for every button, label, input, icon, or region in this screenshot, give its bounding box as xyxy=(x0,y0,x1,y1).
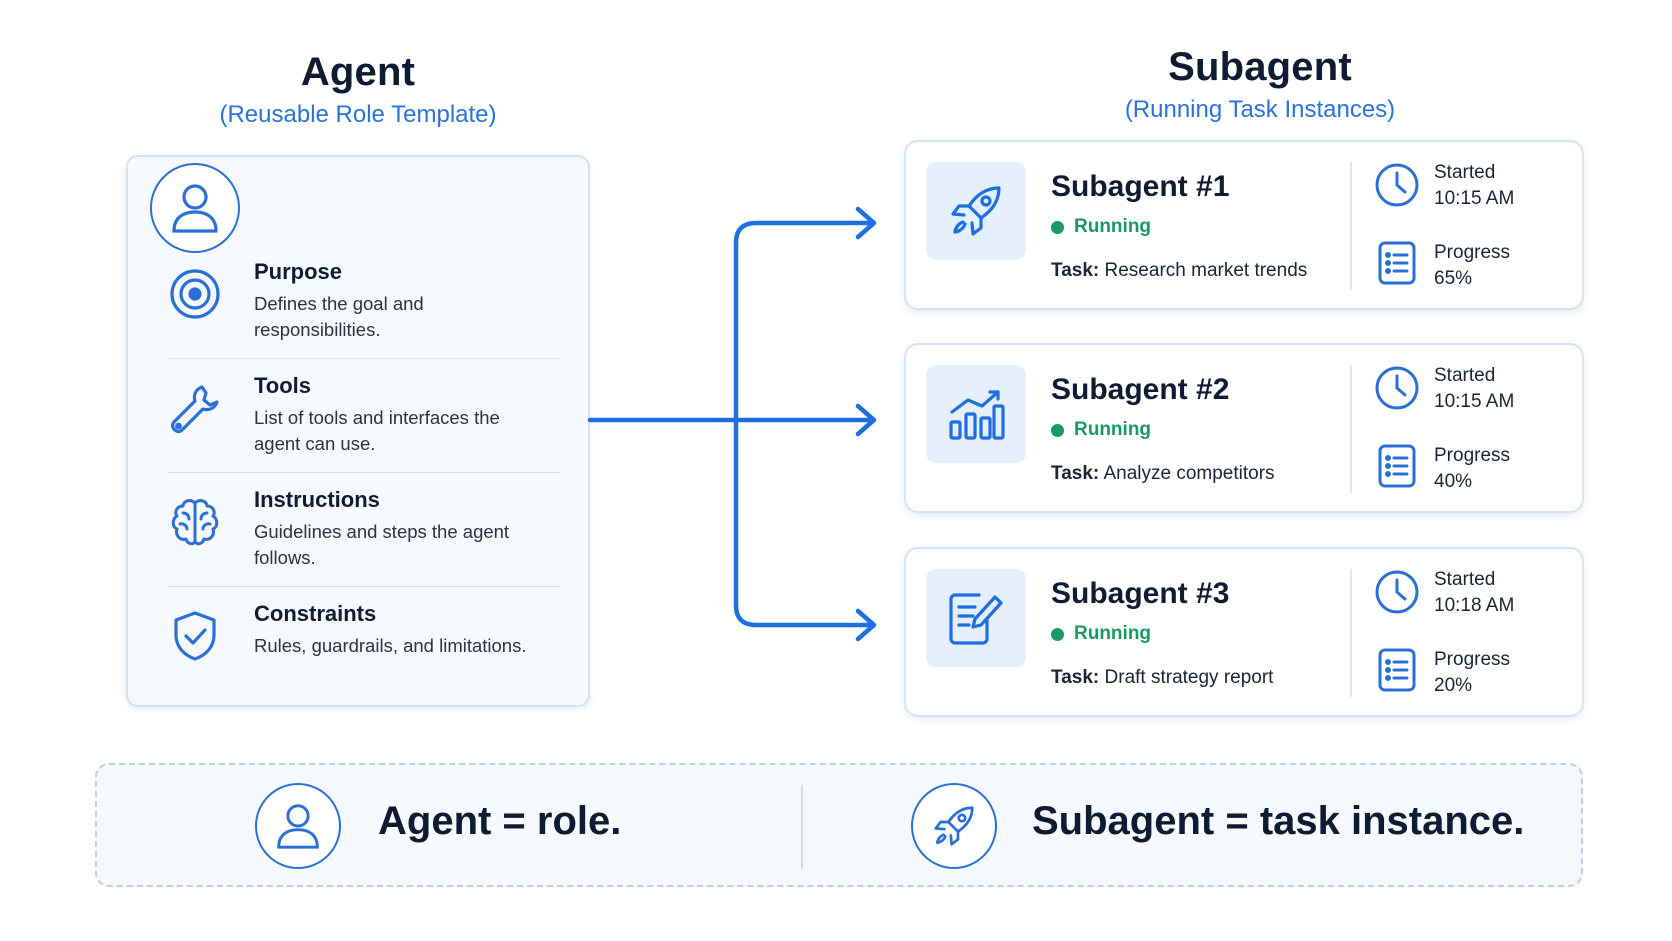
property-tools: Tools List of tools and interfaces the a… xyxy=(168,359,560,473)
edit-document-icon xyxy=(926,569,1026,667)
summary-divider xyxy=(801,785,803,869)
progress-label: Progress xyxy=(1434,649,1511,670)
progress-value: 65% xyxy=(1434,268,1473,289)
status-badge: Running xyxy=(1051,419,1151,441)
status-badge: Running xyxy=(1051,216,1151,238)
clock-icon xyxy=(1374,162,1420,208)
shield-check-icon xyxy=(168,609,222,663)
subagent-statement: Subagent = task instance. xyxy=(1032,799,1525,843)
user-icon xyxy=(255,783,341,869)
task-description: Task: Research market trends xyxy=(1051,260,1307,282)
arrowhead-middle xyxy=(855,403,877,437)
checklist-icon xyxy=(1374,240,1420,286)
status-text: Running xyxy=(1074,419,1152,440)
rocket-icon xyxy=(926,162,1026,260)
property-title: Tools xyxy=(254,373,312,398)
clock-icon xyxy=(1374,365,1420,411)
property-title: Instructions xyxy=(254,487,380,512)
started-time: 10:15 AM xyxy=(1434,391,1515,412)
subagent-name: Subagent #3 xyxy=(1051,577,1230,610)
rocket-icon xyxy=(911,783,997,869)
started-time: 10:18 AM xyxy=(1434,595,1515,616)
card-divider xyxy=(1350,365,1352,493)
property-instructions: Instructions Guidelines and steps the ag… xyxy=(168,473,560,587)
status-text: Running xyxy=(1074,216,1152,237)
started-label: Started xyxy=(1434,365,1496,386)
property-description: List of tools and interfaces the agent c… xyxy=(254,407,500,454)
property-description: Defines the goal and responsibilities. xyxy=(254,293,424,340)
target-icon xyxy=(168,267,222,321)
started-info: Started 10:18 AM xyxy=(1434,567,1514,619)
agent-heading: Agent (Reusable Role Template) xyxy=(158,50,558,129)
wrench-icon xyxy=(168,381,222,435)
task-description: Task: Analyze competitors xyxy=(1051,463,1275,485)
subagent-title: Subagent xyxy=(1168,45,1352,89)
progress-label: Progress xyxy=(1434,445,1511,466)
agent-title: Agent xyxy=(300,50,416,94)
started-time: 10:15 AM xyxy=(1434,188,1515,209)
subagent-heading: Subagent (Running Task Instances) xyxy=(1040,45,1480,124)
task-label: Task: xyxy=(1051,463,1100,484)
progress-value: 40% xyxy=(1434,471,1473,492)
card-divider xyxy=(1350,569,1352,697)
progress-info: Progress 40% xyxy=(1434,443,1510,495)
status-text: Running xyxy=(1074,623,1152,644)
property-purpose: Purpose Defines the goal and responsibil… xyxy=(168,245,560,359)
agent-card: Purpose Defines the goal and responsibil… xyxy=(126,155,590,707)
summary-banner: Agent = role. Subagent = task instance. xyxy=(95,763,1583,887)
progress-info: Progress 65% xyxy=(1434,240,1510,292)
task-value: Analyze competitors xyxy=(1103,463,1275,484)
started-label: Started xyxy=(1434,162,1496,183)
user-icon xyxy=(150,163,240,253)
checklist-icon xyxy=(1374,443,1420,489)
property-description: Rules, guardrails, and limitations. xyxy=(254,635,527,656)
status-badge: Running xyxy=(1051,623,1151,645)
brain-icon xyxy=(168,495,222,549)
bar-chart-icon xyxy=(926,365,1026,463)
agent-statement: Agent = role. xyxy=(378,799,622,843)
connector-branch xyxy=(733,220,875,628)
property-constraints: Constraints Rules, guardrails, and limit… xyxy=(168,587,552,701)
started-info: Started 10:15 AM xyxy=(1434,160,1514,212)
task-value: Draft strategy report xyxy=(1104,667,1274,688)
task-value: Research market trends xyxy=(1104,260,1308,281)
card-divider xyxy=(1350,162,1352,290)
property-title: Purpose xyxy=(254,259,343,284)
checklist-icon xyxy=(1374,647,1420,693)
progress-label: Progress xyxy=(1434,242,1511,263)
progress-value: 20% xyxy=(1434,675,1473,696)
status-dot xyxy=(1051,220,1064,234)
arrowhead-top xyxy=(855,206,877,240)
started-info: Started 10:15 AM xyxy=(1434,363,1514,415)
subagent-card-3: Subagent #3 Running Task: Draft strategy… xyxy=(904,547,1584,717)
status-dot xyxy=(1051,423,1064,437)
arrowhead-bottom xyxy=(855,608,877,642)
clock-icon xyxy=(1374,569,1420,615)
property-description: Guidelines and steps the agent follows. xyxy=(254,521,510,568)
status-dot xyxy=(1051,627,1064,641)
subagent-subtitle: (Running Task Instances) xyxy=(1124,96,1396,123)
task-label: Task: xyxy=(1051,260,1100,281)
subagent-card-2: Subagent #2 Running Task: Analyze compet… xyxy=(904,343,1584,513)
agent-subtitle: (Reusable Role Template) xyxy=(219,101,497,128)
started-label: Started xyxy=(1434,569,1496,590)
subagent-card-1: Subagent #1 Running Task: Research marke… xyxy=(904,140,1584,310)
property-title: Constraints xyxy=(254,601,377,626)
task-description: Task: Draft strategy report xyxy=(1051,667,1273,689)
subagent-name: Subagent #1 xyxy=(1051,170,1230,203)
task-label: Task: xyxy=(1051,667,1100,688)
subagent-name: Subagent #2 xyxy=(1051,373,1230,406)
progress-info: Progress 20% xyxy=(1434,647,1510,699)
